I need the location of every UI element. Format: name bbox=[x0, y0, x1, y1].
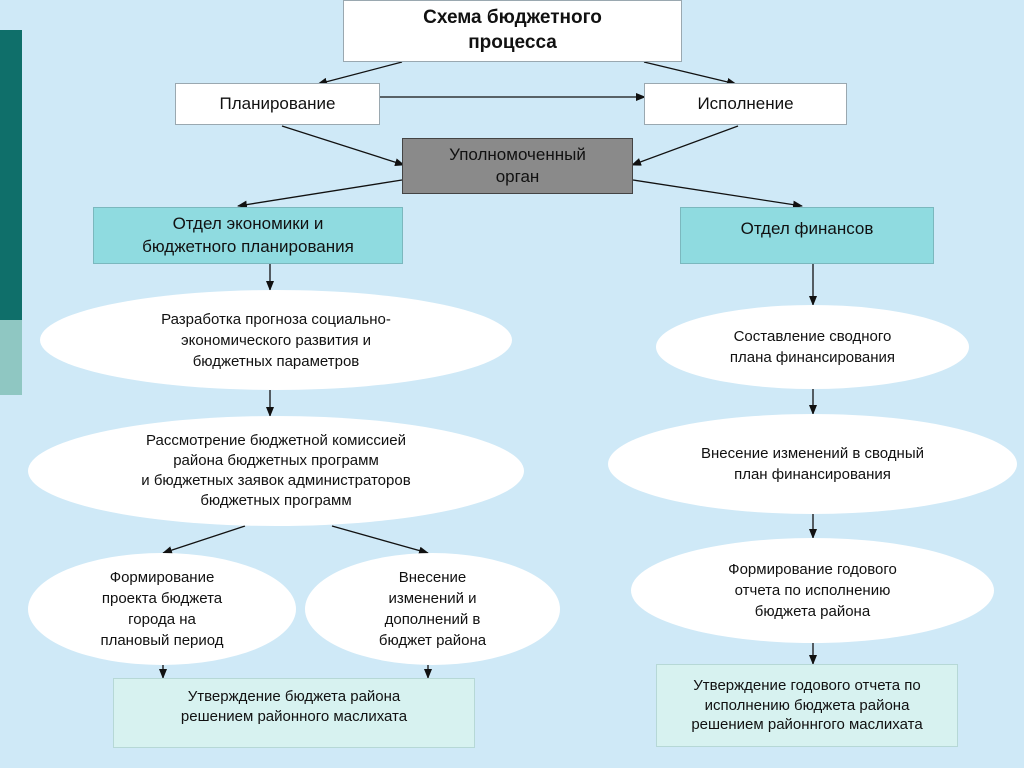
summary-ellipse: Составление сводного плана финансировани… bbox=[656, 305, 969, 389]
arrow-execution-authority bbox=[631, 125, 739, 166]
dept-econ-box: Отдел экономики и бюджетного планировани… bbox=[93, 207, 403, 264]
side-accent-light bbox=[0, 320, 22, 395]
title-box: Схема бюджетного процесса bbox=[343, 0, 682, 62]
arrow-planning-authority bbox=[281, 125, 405, 167]
approve-budget-box: Утверждение бюджета района решением райо… bbox=[113, 678, 475, 748]
changes-ellipse: Внесение изменений в сводный план финанс… bbox=[608, 414, 1017, 514]
side-accent-dark bbox=[0, 30, 22, 320]
approve-report-box: Утверждение годового отчета по исполнени… bbox=[656, 664, 958, 747]
arrow-authority-econ bbox=[237, 179, 403, 209]
draft-ellipse: Формирование проекта бюджета города на п… bbox=[28, 553, 296, 665]
arrow-title-planning bbox=[317, 61, 403, 86]
dept-fin-box: Отдел финансов bbox=[680, 207, 934, 264]
annual-report-ellipse: Формирование годового отчета по исполнен… bbox=[631, 538, 994, 643]
planning-box: Планирование bbox=[175, 83, 380, 125]
authority-box: Уполномоченный орган bbox=[402, 138, 633, 194]
arrow-title-execution bbox=[643, 61, 737, 86]
amend-ellipse: Внесение изменений и дополнений в бюджет… bbox=[305, 553, 560, 665]
arrow-authority-fin bbox=[632, 179, 803, 209]
arrow-commission-amend bbox=[331, 525, 429, 555]
commission-ellipse: Рассмотрение бюджетной комиссией района … bbox=[28, 416, 524, 526]
forecast-ellipse: Разработка прогноза социально- экономиче… bbox=[40, 290, 512, 390]
arrow-commission-draft bbox=[162, 525, 246, 554]
execution-box: Исполнение bbox=[644, 83, 847, 125]
